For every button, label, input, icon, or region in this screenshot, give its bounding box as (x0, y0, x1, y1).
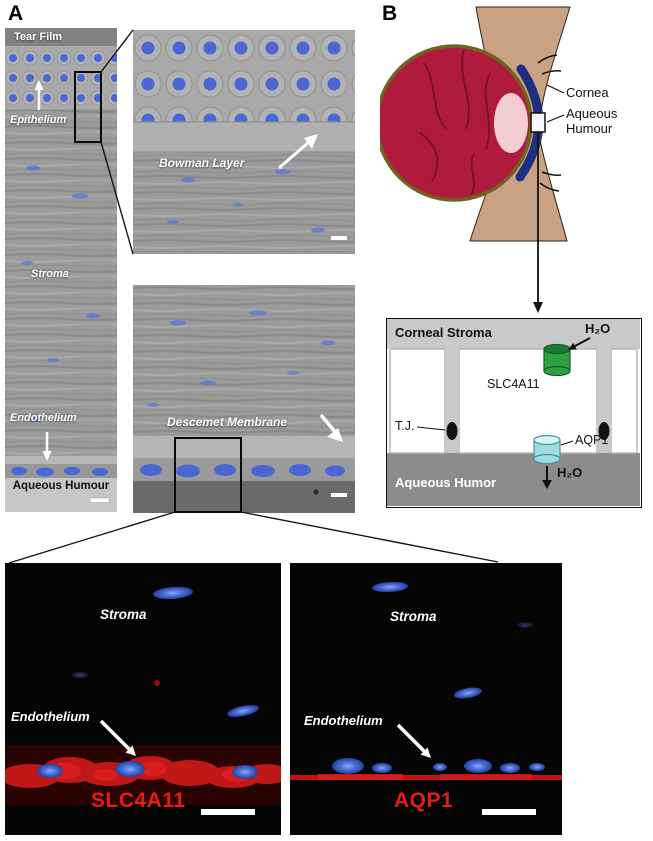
aqueous-band (133, 481, 355, 513)
stromal-nucleus (454, 687, 482, 699)
tear-film-band (5, 28, 117, 46)
descemet-membrane-image (133, 285, 355, 513)
aqueous-humor-label: Aqueous Humor (395, 475, 497, 490)
stroma-label: Stroma (31, 268, 69, 280)
bowman-layer-micrograph: Bowman Layer (133, 30, 355, 254)
scale-bar (89, 497, 110, 503)
cornea-pointer-line (546, 84, 565, 94)
scale-bar (482, 809, 536, 815)
transport-schematic-image (387, 319, 640, 506)
slc4a11-label: SLC4A11 (487, 377, 540, 391)
transport-schematic: Corneal Stroma H₂O SLC4A11 T.J. AQP1 Aqu… (386, 318, 642, 508)
stromal-nucleus (372, 581, 408, 593)
endothelium-arrow-icon (396, 723, 431, 758)
aqp1-channel (533, 434, 561, 465)
down-arrow-icon (533, 133, 543, 313)
tight-junction-label: T.J. (395, 419, 415, 433)
sclera-vessels (419, 48, 491, 196)
scale-bar (331, 236, 347, 240)
bowman-layer-image (133, 30, 355, 254)
tight-junction (446, 422, 458, 440)
aqp1-marker-label: AQP1 (394, 789, 454, 812)
endothelium-band (133, 459, 355, 481)
zoom-box-endothelium (174, 437, 242, 513)
corneal-stroma-label: Corneal Stroma (395, 325, 492, 340)
panel-b-letter: B (382, 2, 398, 25)
corneal-stroma-band (387, 319, 640, 349)
slc4a11-fluorescence-image (5, 563, 281, 835)
endothelium-arrow-icon (99, 719, 136, 756)
aqueous-humour-band (5, 478, 117, 512)
descemet-membrane-label: Descemet Membrane (167, 415, 288, 429)
stromal-nucleus (227, 705, 259, 717)
cornea-label: Cornea (566, 85, 609, 100)
zoom-box-bowman (74, 71, 102, 143)
aqueous-pointer-line (546, 114, 565, 123)
aqp1-pointer-line (560, 440, 574, 446)
aqp1-fluorescence-micrograph: Stroma Endothelium AQP1 (290, 563, 562, 835)
eye-diagram: Cornea Aqueous Humour (380, 5, 650, 317)
endothelium-label: Endothelium (10, 412, 77, 424)
descemet-band (133, 435, 355, 459)
cornea-overview-micrograph: Tear Film Epithelium Stroma Endothelium … (5, 28, 117, 512)
panel-a-letter: A (8, 2, 24, 25)
aqp1-staining (290, 774, 562, 780)
eye-diagram-image (380, 6, 571, 313)
descemet-arrow-icon (319, 413, 343, 442)
aqueous-humour-label: Aqueous Humour (566, 106, 618, 136)
eyelashes (537, 54, 562, 192)
cornea-overview-image (5, 28, 117, 512)
endothelium-arrow-icon (42, 432, 52, 461)
endothelial-cell (389, 348, 446, 454)
tj-pointer-line (416, 426, 446, 431)
aqueous-humour-label: Aqueous Humour (12, 480, 110, 492)
epithelium-band (133, 30, 355, 122)
stroma-label: Stroma (390, 609, 437, 624)
epithelium-band (5, 46, 117, 110)
zoom-box-cornea (530, 112, 546, 133)
h2o-in-arrow-icon (568, 337, 591, 350)
descemet-band (5, 456, 117, 464)
aqp1-label: AQP1 (575, 433, 609, 447)
slc4a11-channel (543, 343, 571, 377)
epithelium-label: Epithelium (10, 114, 67, 126)
anterior-chamber (494, 93, 528, 153)
scale-bar (331, 493, 347, 497)
epithelium-arrow-icon (34, 80, 44, 110)
descemet-membrane-micrograph: Descemet Membrane (133, 285, 355, 513)
stromal-nucleus (153, 586, 193, 600)
h2o-out-label: H₂O (557, 465, 583, 480)
endothelial-cell (610, 348, 638, 454)
tear-film-label: Tear Film (14, 31, 63, 43)
endothelium-label: Endothelium (11, 709, 90, 724)
slc4a11-marker-label: SLC4A11 (91, 789, 186, 812)
scale-bar (201, 809, 255, 815)
h2o-in-label: H₂O (585, 321, 611, 336)
aqp1-fluorescence-image (290, 563, 562, 835)
aqueous-humor-band (387, 453, 640, 506)
bowman-arrow-icon (278, 134, 318, 170)
slc4a11-fluorescence-micrograph: Stroma Endothelium SLC4A11 (5, 563, 281, 835)
tight-junction (598, 422, 610, 440)
endothelium-label: Endothelium (304, 713, 383, 728)
bowman-layer-label: Bowman Layer (159, 156, 245, 170)
bowman-band (133, 122, 355, 152)
h2o-out-arrow-icon (542, 466, 552, 489)
stroma-label: Stroma (100, 607, 147, 622)
